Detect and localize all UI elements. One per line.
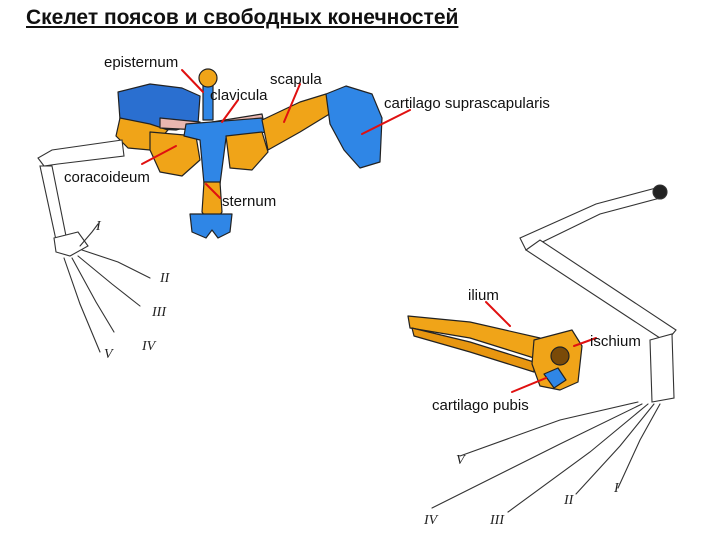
hind-toe-3 [507,403,649,513]
fore-digit-2 [81,249,151,279]
pointer-lines [141,69,597,393]
sternum-bone [201,181,223,219]
pointer-suprascapularis [361,109,411,135]
hind-toe-2 [575,403,655,495]
fore-digit-label-5: V [104,347,113,362]
fore-digit-label-3: III [152,305,166,320]
xiphisternum [189,213,233,239]
label-ischium: ischium [590,333,641,350]
hind-toe-label-3: III [490,513,504,528]
episternum-head [198,68,218,88]
label-ilium: ilium [468,287,499,304]
acetabulum [550,346,570,366]
pointer-sternum [205,183,221,199]
pointer-coracoideum [141,145,177,165]
pointer-episternum [181,69,204,93]
fore-digit-5 [63,257,101,353]
tarsals [649,333,675,403]
label-cartilago-suprascapularis: cartilago suprascapularis [384,95,550,112]
radioulna [39,165,67,241]
hind-toe-4 [431,403,643,509]
fore-digit-label-1: I [96,219,101,234]
pelvic-girdle [407,315,583,391]
label-sternum: sternum [222,193,277,210]
femur-head [652,184,668,200]
fore-digit-3 [77,255,141,307]
hindlimb [431,184,677,513]
hind-toe-label-2: II [564,493,574,508]
ilium-lower [411,327,535,373]
pointer-scapula [283,83,301,123]
humerus [37,139,125,167]
fore-digit-4 [71,257,115,333]
pointer-ilium [485,301,511,327]
right-scapula [261,93,337,151]
pubis-cartilage [543,367,567,389]
pointer-ischium [573,337,597,347]
label-scapula: scapula [270,71,322,88]
forelimb [37,139,151,353]
pointer-clavicula [221,99,239,123]
hind-toe-label-4: IV [424,513,438,528]
fore-digit-label-4: IV [142,339,156,354]
label-cartilago-pubis: cartilago pubis [432,397,529,414]
hind-toe-1 [617,403,661,489]
fore-digit-label-2: II [160,271,170,286]
page-title: Скелет поясов и свободных конечностей [26,6,459,29]
shoulder-girdle [115,68,383,239]
tibiofibula [525,239,677,343]
label-clavicula: clavicula [210,87,268,104]
label-coracoideum: coracoideum [64,169,150,186]
hind-toe-5 [459,401,639,457]
hind-toe-label-1: I [614,481,619,496]
carpals [53,231,89,257]
right-suprascapula [325,85,383,169]
fore-digit-1 [79,223,99,247]
pointer-pubis [511,377,547,393]
label-episternum: episternum [104,54,179,71]
hind-toe-label-5: V [456,453,465,468]
right-coracoid [225,131,269,171]
